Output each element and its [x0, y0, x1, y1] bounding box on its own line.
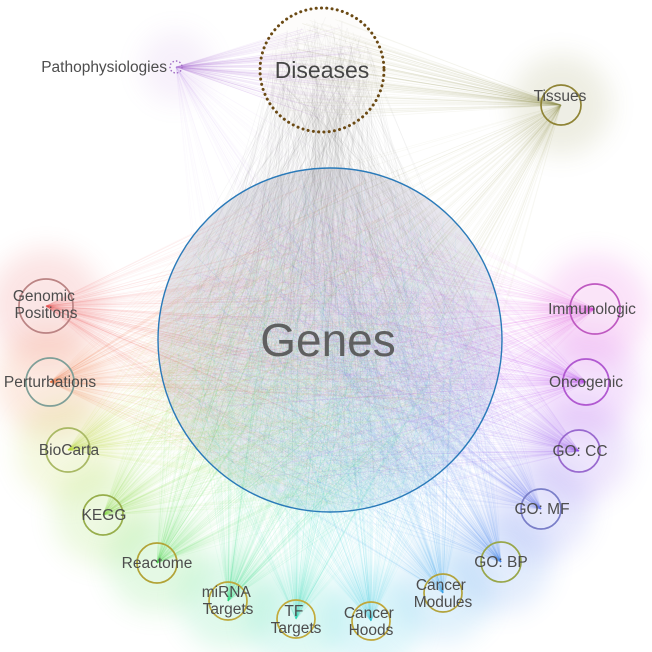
node-oncogenic[interactable]: Oncogenic — [549, 358, 623, 406]
node-reactome[interactable]: Reactome — [122, 542, 193, 584]
node-color-glows — [0, 31, 650, 652]
go-mf-circle[interactable] — [520, 488, 562, 530]
genes-circle[interactable] — [157, 167, 503, 513]
kegg-label: KEGG — [82, 507, 127, 524]
node-go-cc[interactable]: GO: CC — [552, 429, 608, 473]
node-cancer-hoods[interactable]: Cancer Hoods — [344, 601, 398, 641]
cancer-hoods-label-line1: Cancer — [344, 605, 394, 622]
tf-targets-label: TF Targets — [271, 603, 322, 637]
genomic-positions-label-line2: Positions — [15, 305, 78, 322]
oncogenic-label: Oncogenic — [549, 374, 623, 391]
perturbations-circle[interactable] — [25, 357, 75, 407]
cancer-modules-label-line2: Modules — [414, 594, 473, 611]
mirna-targets-label-line1: miRNA — [202, 584, 252, 601]
tissues-circle[interactable] — [540, 84, 582, 126]
pathophysiologies-label: Pathophysiologies — [41, 59, 167, 76]
immunologic-label: Immunologic — [548, 301, 636, 318]
oncogenic-circle[interactable] — [562, 358, 610, 406]
genes-node[interactable]: Genes — [157, 167, 503, 513]
cancer-hoods-label: Cancer Hoods — [344, 605, 398, 639]
node-biocarta[interactable]: BioCarta — [39, 427, 100, 473]
tf-targets-circle[interactable] — [276, 599, 316, 639]
node-immunologic[interactable]: Immunologic — [548, 283, 636, 335]
genes-interior-wash — [158, 168, 502, 512]
go-bp-label: GO: BP — [474, 554, 527, 571]
perturbations-label: Perturbations — [4, 374, 96, 391]
node-tf-targets[interactable]: TF Targets — [271, 599, 322, 639]
edge-bundles — [45, 17, 596, 622]
diseases-circle[interactable] — [258, 6, 386, 134]
node-mirna-targets[interactable]: miRNA Targets — [202, 581, 255, 621]
mirna-targets-circle[interactable] — [208, 581, 248, 621]
diseases-node[interactable]: Diseases — [258, 6, 386, 134]
biocarta-label: BioCarta — [39, 442, 100, 459]
tf-targets-label-line1: TF — [284, 603, 303, 620]
reactome-label: Reactome — [122, 555, 193, 572]
genomic-positions-label-line1: Genomic — [13, 288, 75, 305]
node-pathophysiologies[interactable]: Pathophysiologies — [41, 59, 183, 76]
node-go-bp[interactable]: GO: BP — [474, 541, 528, 583]
node-tissues[interactable]: Tissues — [534, 84, 587, 126]
cancer-modules-label: Cancer Modules — [414, 577, 473, 611]
tf-targets-label-line2: Targets — [271, 620, 322, 637]
go-mf-label: GO: MF — [514, 501, 569, 518]
cancer-hoods-label-line2: Hoods — [349, 622, 394, 639]
mirna-targets-label: miRNA Targets — [202, 584, 255, 618]
mirna-targets-label-line2: Targets — [203, 601, 254, 618]
pathophysiologies-circle[interactable] — [169, 60, 183, 74]
node-perturbations[interactable]: Perturbations — [4, 357, 96, 407]
node-cancer-modules[interactable]: Cancer Modules — [414, 573, 473, 613]
tissues-label: Tissues — [534, 88, 587, 105]
kegg-circle[interactable] — [82, 494, 124, 536]
reactome-circle[interactable] — [136, 542, 178, 584]
cancer-modules-label-line1: Cancer — [416, 577, 466, 594]
immunologic-circle[interactable] — [569, 283, 621, 335]
cancer-modules-circle[interactable] — [423, 573, 463, 613]
genomic-positions-circle[interactable] — [18, 278, 74, 334]
go-cc-label: GO: CC — [552, 443, 607, 460]
genomic-positions-label: Genomic Positions — [13, 288, 79, 322]
go-cc-circle[interactable] — [557, 429, 601, 473]
biocarta-circle[interactable] — [45, 427, 91, 473]
node-go-mf[interactable]: GO: MF — [514, 488, 570, 530]
go-bp-circle[interactable] — [480, 541, 522, 583]
genes-label: Genes — [260, 314, 396, 366]
diseases-label: Diseases — [275, 57, 370, 83]
cancer-hoods-circle[interactable] — [351, 601, 391, 641]
node-kegg[interactable]: KEGG — [82, 494, 127, 536]
node-genomic-positions[interactable]: Genomic Positions — [13, 278, 79, 334]
